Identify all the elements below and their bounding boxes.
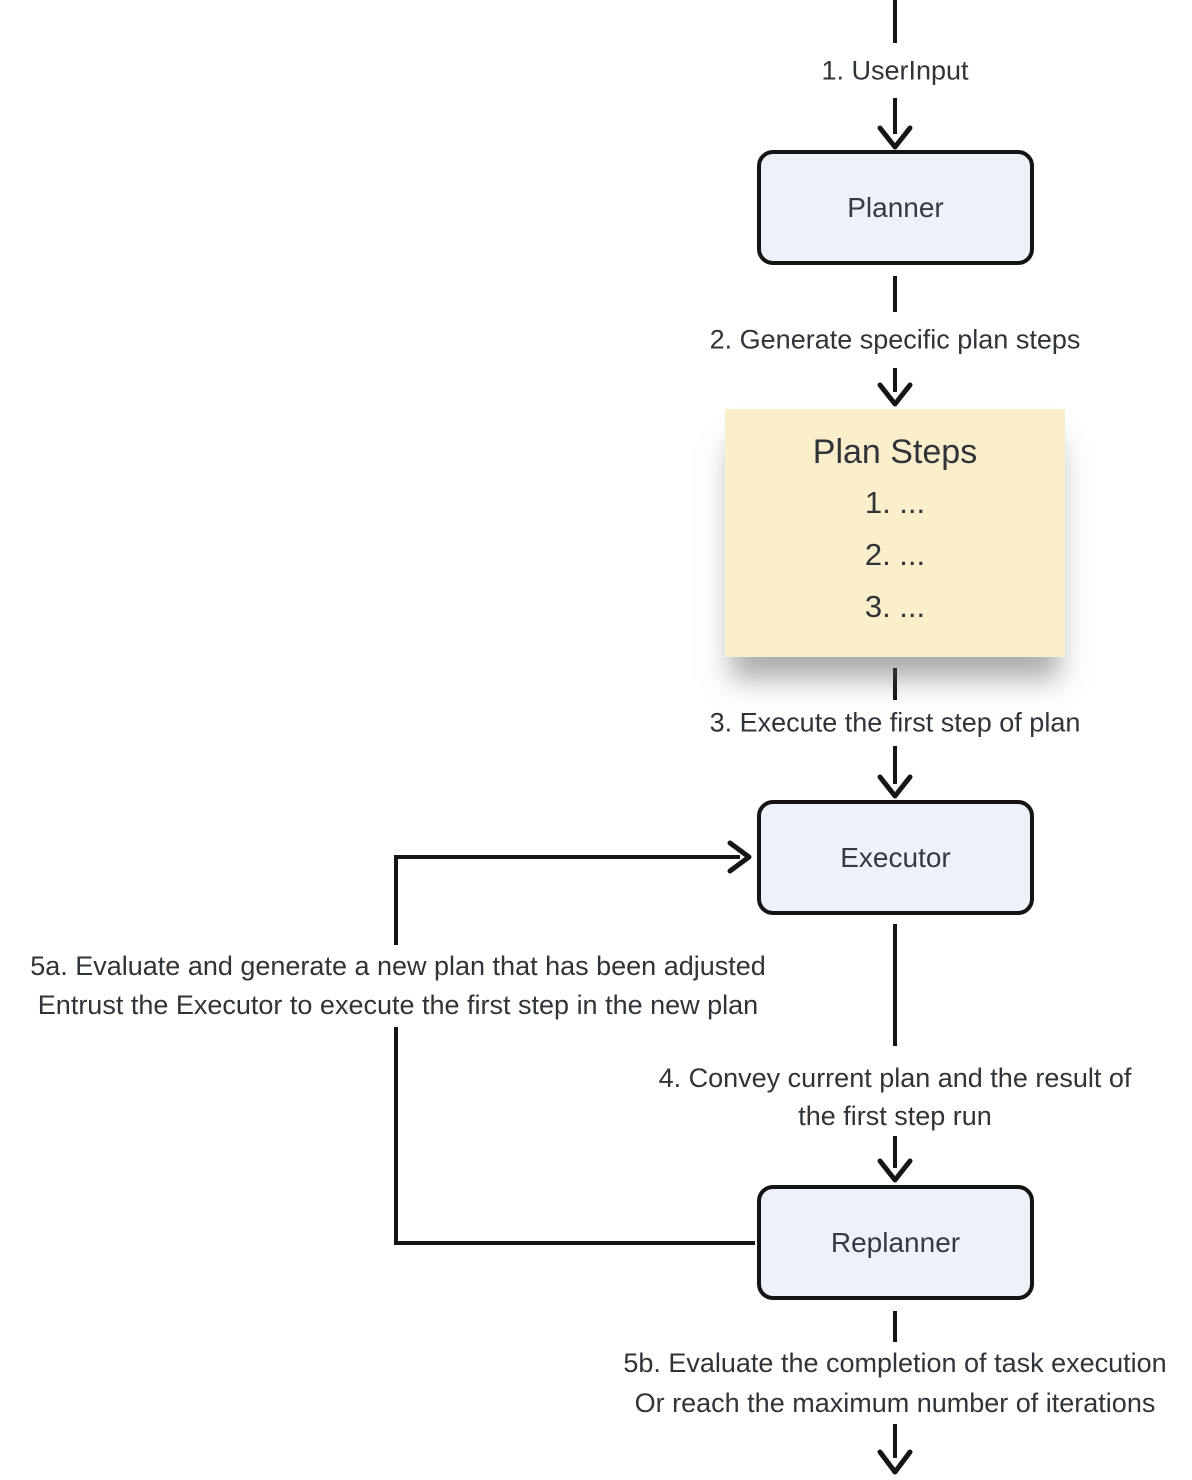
executor-node: Executor: [757, 800, 1034, 915]
edge-label-step1-userinput: 1. UserInput: [821, 55, 969, 86]
edge-label-step5a-replan-loop: 5a. Evaluate and generate a new plan tha…: [20, 945, 776, 1027]
loop-replanner-to-executor: [394, 840, 755, 1245]
planner-node: Planner: [757, 150, 1034, 265]
arrow-down-icon: [877, 1158, 913, 1183]
edge-label-step5a-line1: 5a. Evaluate and generate a new plan tha…: [30, 951, 766, 981]
edge-label-step5b-line2: Or reach the maximum number of iteration…: [634, 1388, 1156, 1418]
edge-label-step5b-line1: 5b. Evaluate the completion of task exec…: [623, 1348, 1167, 1378]
plan-steps-title: Plan Steps: [812, 433, 978, 471]
loop-path: [394, 855, 755, 1245]
arrow-down-icon: [877, 774, 913, 799]
arrow-executor-to-replanner: [877, 1136, 913, 1183]
plan-step-item: 2. ...: [864, 537, 926, 572]
plan-steps-note: Plan Steps 1. ... 2. ... 3. ...: [725, 409, 1065, 657]
edge-label-step3-execute-first-step: 3. Execute the first step of plan: [709, 707, 1081, 738]
plan-step-item: 3. ...: [864, 589, 926, 624]
edge-label-step4-line1: 4. Convey current plan and the result of: [658, 1063, 1132, 1093]
arrow-right-icon: [727, 840, 752, 874]
planner-node-label: Planner: [847, 191, 944, 223]
replanner-node: Replanner: [757, 1185, 1034, 1300]
edge-label-step5b-finish: 5b. Evaluate the completion of task exec…: [623, 1343, 1166, 1423]
edge-label-step5a-line2: Entrust the Executor to execute the firs…: [37, 990, 759, 1020]
plan-step-item: 1. ...: [864, 485, 926, 520]
arrow-bottom-exit: [877, 1424, 913, 1475]
edge-label-step4-line2: the first step run: [798, 1101, 992, 1131]
arrow-down-icon: [877, 1449, 913, 1475]
arrow-planner-to-plansteps: [877, 368, 913, 407]
edge-label-step4-convey-result: 4. Convey current plan and the result of…: [659, 1059, 1132, 1135]
arrow-plansteps-to-executor: [877, 746, 913, 799]
edge-label-step2-generate-plan: 2. Generate specific plan steps: [709, 324, 1081, 355]
executor-node-label: Executor: [840, 841, 951, 873]
arrow-down-icon: [877, 382, 913, 407]
arrow-down-icon: [877, 125, 913, 150]
replanner-node-label: Replanner: [830, 1226, 961, 1258]
arrow-userinput-to-planner: [877, 98, 913, 150]
